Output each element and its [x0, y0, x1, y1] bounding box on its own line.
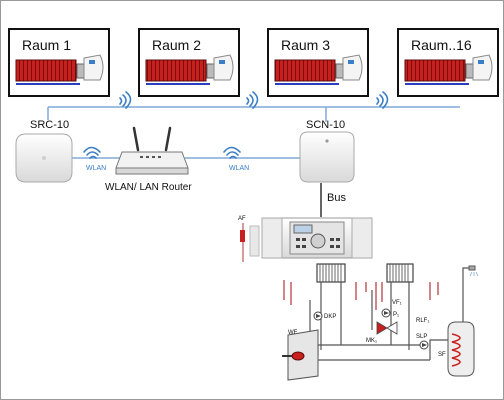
scn-label: SCN-10 [306, 119, 345, 131]
wifi-icon [83, 146, 101, 159]
pump-icon [381, 308, 391, 318]
wlan-label-right: WLAN [229, 165, 249, 172]
radiator [404, 59, 466, 82]
bus-label: Bus [327, 192, 346, 204]
storage-tank-icon [447, 321, 475, 377]
pump-icon [313, 311, 323, 321]
radiator [145, 59, 207, 82]
outdoor-sensor-icon [240, 223, 260, 262]
mk1-label: MK₁ [366, 338, 377, 344]
p1-label: P₁ [393, 312, 399, 318]
status-led [325, 139, 329, 143]
scn-10-device [299, 131, 355, 183]
tap-icon [462, 265, 479, 322]
wlan-label-left: WLAN [86, 165, 106, 172]
room-1-label: Raum 1 [22, 37, 71, 53]
wf-label: WF [288, 330, 298, 336]
room-3-label: Raum 3 [281, 37, 330, 53]
wifi-icon [246, 91, 259, 109]
src-10-device [15, 133, 73, 183]
wifi-icon [119, 91, 132, 109]
vf1-label: VF₁ [392, 300, 402, 306]
router-icon [115, 126, 189, 175]
controller-display [293, 224, 313, 234]
thermostat-head-icon [76, 54, 104, 81]
af-label: AF [238, 216, 246, 222]
rlf1-label: RLF₁ [416, 318, 429, 324]
room-16: Raum..16 [397, 28, 499, 97]
heating-controller [261, 217, 373, 259]
sf-label: SF [438, 352, 446, 358]
thermostat-head-icon [465, 54, 493, 81]
wifi-icon [223, 146, 241, 159]
slp-label: SLP [416, 334, 427, 340]
room-2: Raum 2 [138, 28, 240, 97]
radiator [15, 59, 77, 82]
thermostat-head-icon [335, 54, 363, 81]
radiator-symbol [386, 263, 414, 283]
radiator [274, 59, 336, 82]
pump-icon [419, 340, 429, 350]
src-label: SRC-10 [30, 119, 69, 131]
room-2-label: Raum 2 [152, 37, 201, 53]
hydraulic-schematic [283, 263, 450, 361]
room-1: Raum 1 [8, 28, 110, 97]
room-16-label: Raum..16 [411, 37, 472, 53]
status-led [42, 156, 46, 160]
dkp-label: DKP [324, 314, 336, 320]
wifi-icon [376, 91, 389, 109]
thermostat-head-icon [206, 54, 234, 81]
control-knob-icon [310, 233, 326, 249]
boiler-icon [282, 329, 319, 381]
room-3: Raum 3 [267, 28, 369, 97]
router-label: WLAN/ LAN Router [105, 182, 192, 193]
mixer-valve-icon [376, 321, 398, 335]
